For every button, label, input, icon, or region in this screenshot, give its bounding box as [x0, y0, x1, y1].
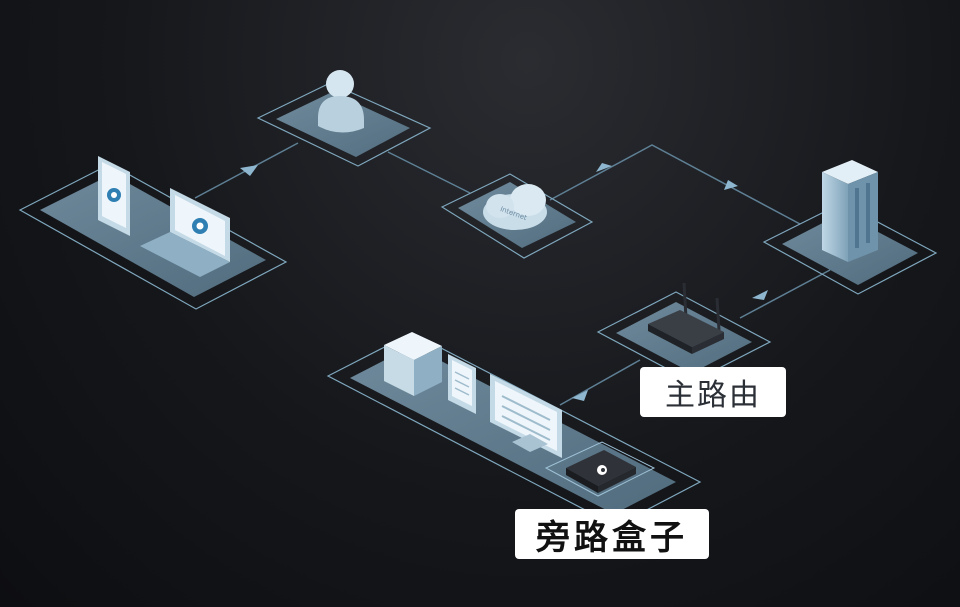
- router-node: [596, 282, 772, 383]
- link-server-router: [739, 269, 831, 319]
- arrow-to-lan: [572, 390, 588, 401]
- user-icon: [318, 70, 364, 133]
- link-router-lan: [559, 359, 641, 406]
- devices-platform-outline: [18, 163, 288, 310]
- router-platform-outline: [596, 291, 772, 383]
- cloud-icon: Internet: [483, 184, 547, 230]
- bypass-box-icon: [544, 441, 656, 497]
- lan-node: [326, 332, 702, 527]
- devices-node: [18, 156, 288, 310]
- arrow-to-internet: [596, 163, 612, 172]
- tablet-icon: [98, 156, 130, 236]
- connection-lines: [194, 142, 831, 406]
- server-platform-outline: [762, 202, 938, 295]
- bypass-box-label: 旁路盒子: [515, 509, 709, 559]
- user-platform-outline: [256, 82, 432, 167]
- link-user-internet: [387, 151, 471, 194]
- devices-platform: [40, 174, 266, 297]
- main-router-label: 主路由: [640, 367, 786, 417]
- internet-platform-outline: [440, 173, 594, 259]
- arrow-to-server: [724, 180, 738, 190]
- arrow-to-router: [752, 290, 768, 300]
- laptop-icon: [140, 188, 230, 277]
- internet-node: Internet: [440, 173, 594, 259]
- arrows: [240, 163, 768, 401]
- user-node: [256, 70, 432, 167]
- server-building-icon: [822, 160, 878, 262]
- arrow-to-devices: [240, 165, 258, 176]
- router-icon: [648, 282, 724, 354]
- pc-tower-icon: [384, 332, 442, 396]
- lan-tablet-icon: [448, 354, 476, 414]
- server-node: [762, 160, 938, 295]
- monitor-icon: [490, 374, 562, 458]
- link-internet-server: [549, 144, 801, 225]
